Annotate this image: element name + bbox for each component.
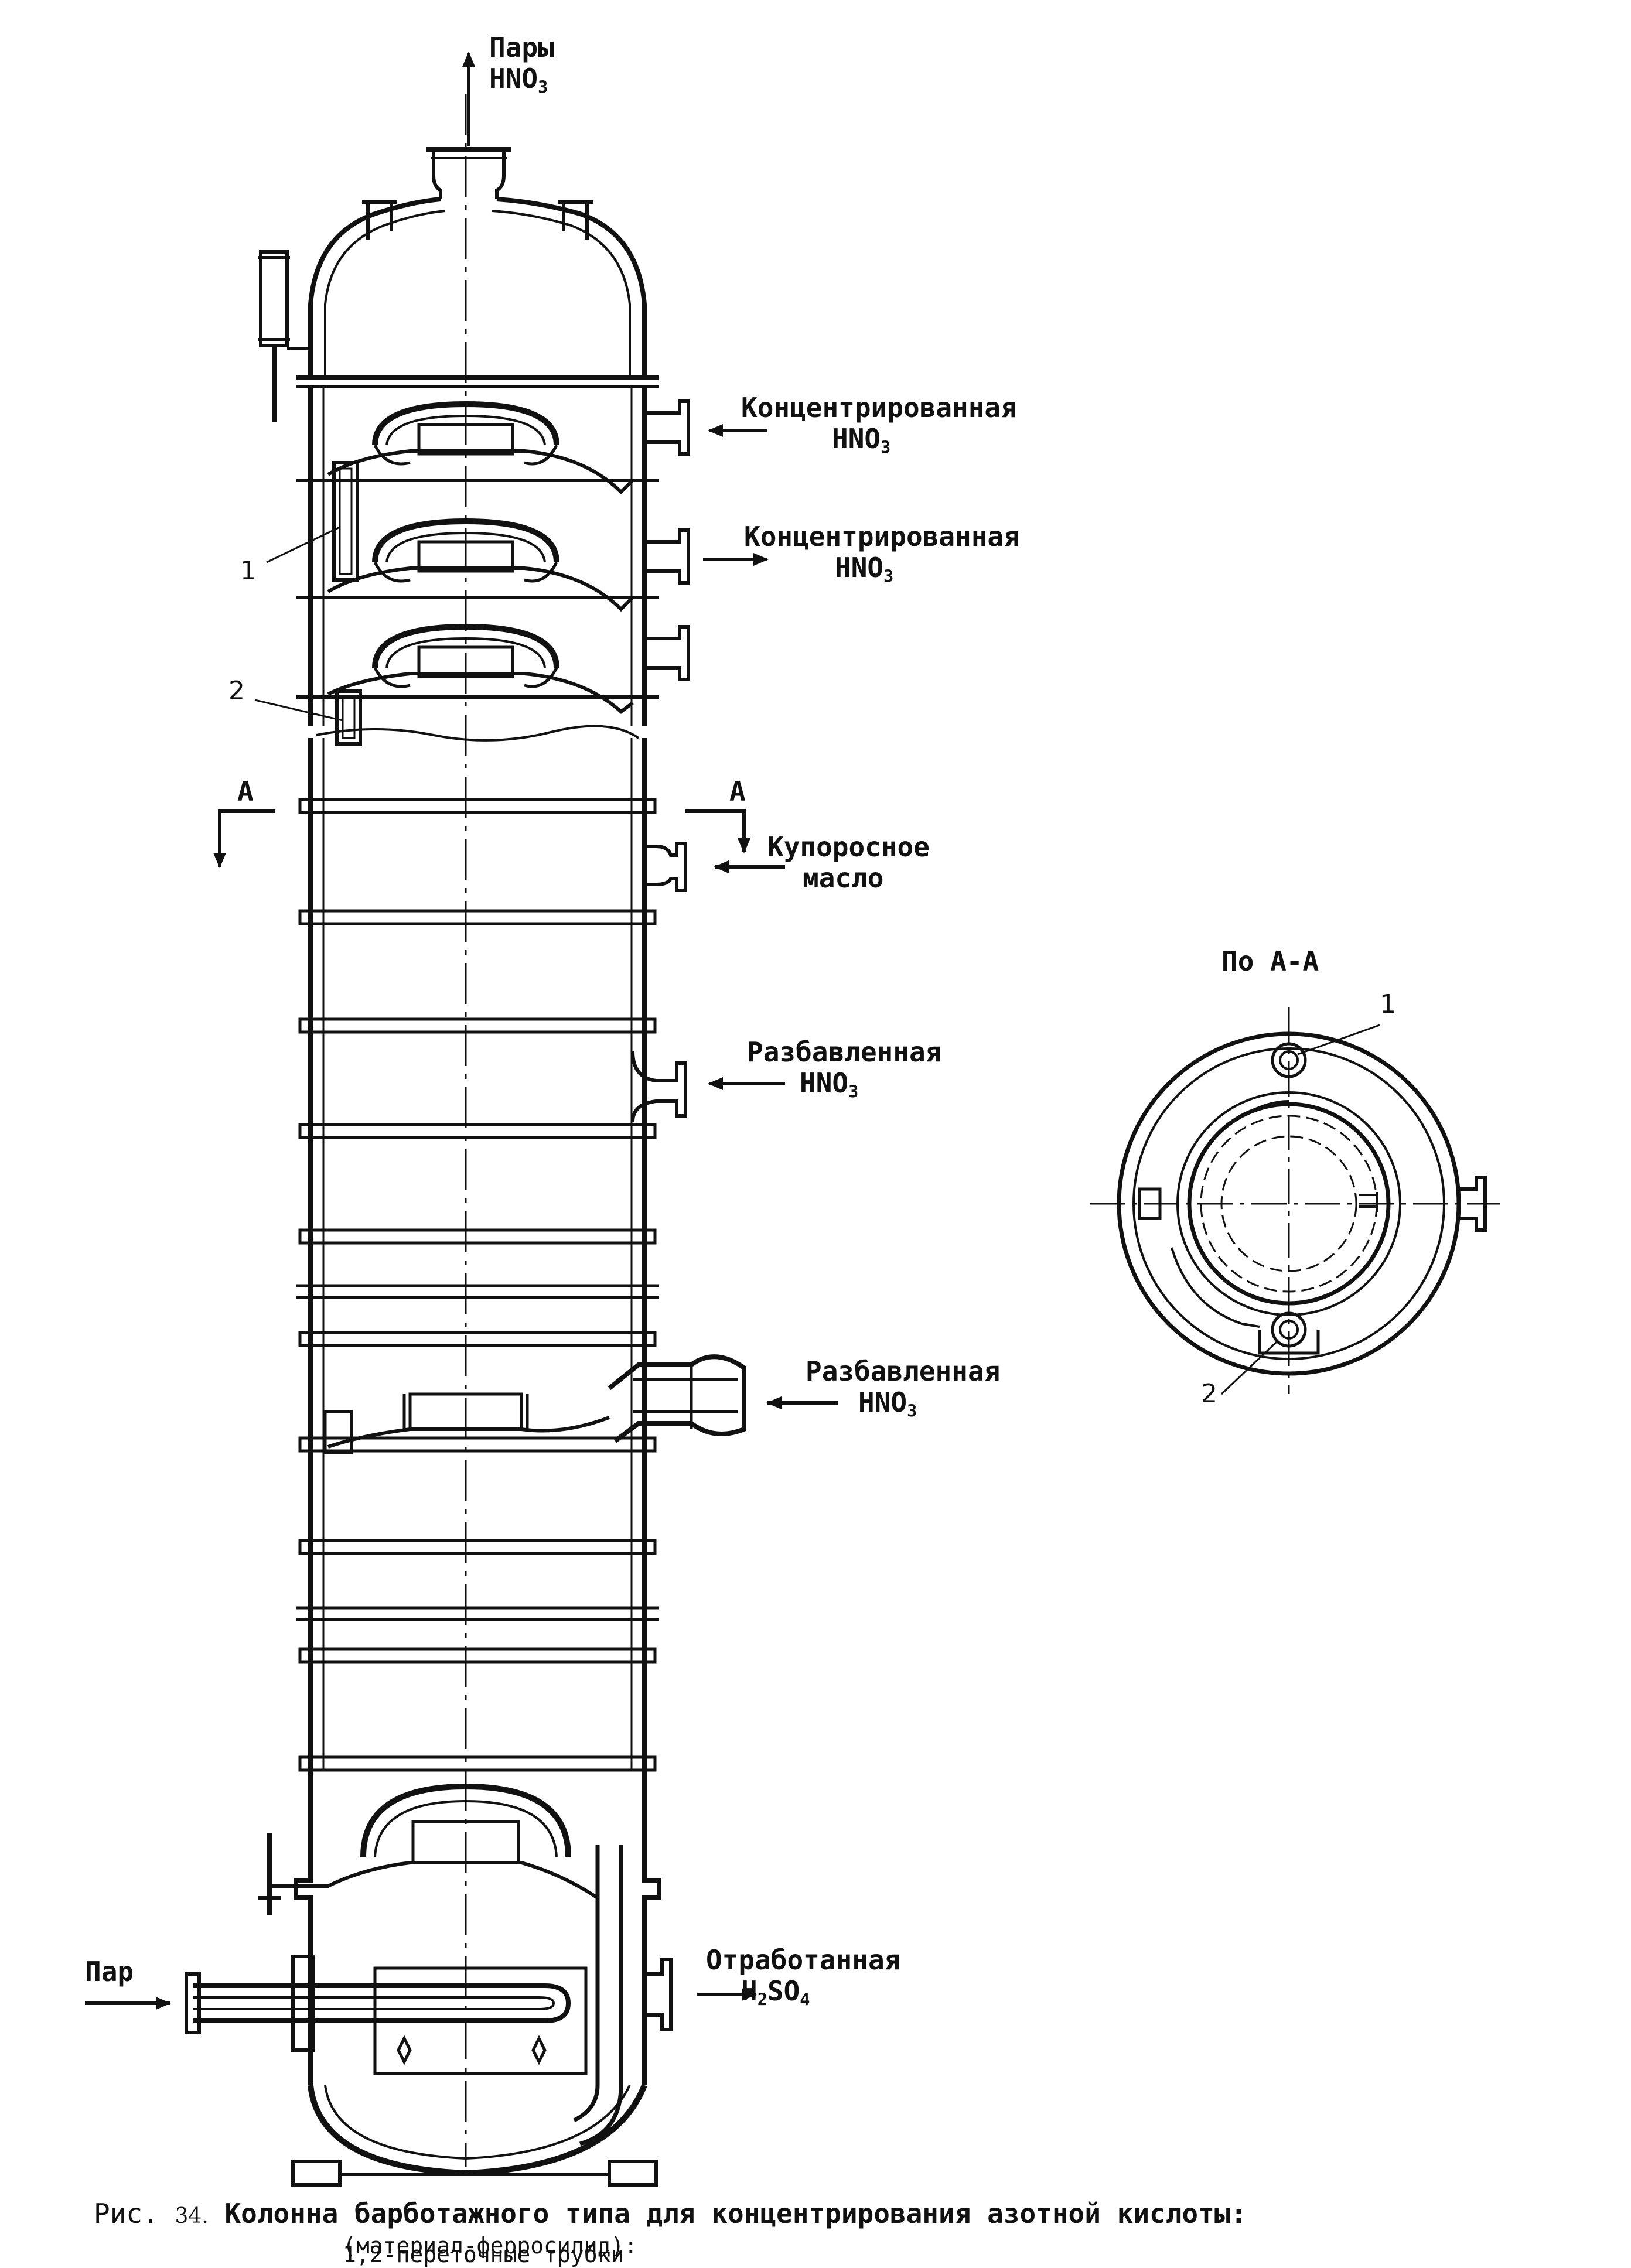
label-conc-inlet-formula: HNO3 [832,422,891,457]
label-dilute-1: Разбавленная HNO3 [747,1037,941,1102]
caption-line-2: (материал-ферросилид): [343,2233,638,2259]
label-section-title: По А-А [1221,945,1319,977]
section-a-a-view [1090,1007,1500,1395]
overflow-tube-2 [335,689,362,746]
bubble-cap-tray-3 [327,623,634,714]
caption-title: Колонна барботажного типа для концентрир… [224,2198,1247,2229]
label-oleum-line1: Купоросное [767,831,930,863]
label-conc-inlet: Концентрированная HNO3 [741,392,1017,457]
column-dome [296,147,659,388]
caption-figure-number: 34. [175,2204,209,2228]
label-section-part-2: 2 [1201,1379,1217,1409]
label-spent-acid: Отработанная H2SO4 [706,1945,900,2010]
label-dilute-2: Разбавленная HNO3 [806,1356,1000,1421]
section-cut-markers [213,809,750,868]
label-vapors-formula: HNO3 [489,62,548,97]
label-spent-acid-formula: H2SO4 [741,1975,810,2010]
figure-caption: Рис. 34. Колонна барботажного типа для к… [94,2198,1247,2229]
label-vapors-title: Пары [489,32,554,63]
label-oleum-line2: масло [803,862,884,894]
label-steam: Пар [85,1956,134,1987]
label-conc-outlet: Концентрированная HNO3 [744,521,1020,586]
label-dilute-1-title: Разбавленная [747,1036,942,1068]
label-spent-acid-title: Отработанная [706,1944,901,1976]
label-part-1: 1 [240,556,257,586]
middle-shell [308,738,647,1769]
bubble-cap-tray-1 [327,401,634,495]
nozzle-upper-3 [644,625,690,681]
level-gauge-top [258,250,310,422]
label-dilute-1-formula: HNO3 [800,1067,859,1102]
nozzle-dilute-1 [631,1051,687,1122]
caption-line-1: Рис. 34. Колонна барботажного типа для к… [94,2198,1247,2229]
label-section-a-left: А [237,776,254,807]
nozzle-dilute-2 [608,1354,746,1443]
part-leaders [254,526,343,722]
nozzle-conc-inlet [644,399,690,456]
label-part-2: 2 [228,676,245,706]
label-section-a-right: А [729,776,746,807]
level-gauge-bottom [258,1833,310,1915]
upper-shell [296,387,659,742]
label-conc-outlet-formula: HNO3 [835,551,894,586]
label-section-part-1: 1 [1380,989,1396,1019]
caption-line-3: 1,2-переточные трубки [343,2242,625,2267]
nozzle-conc-outlet [644,528,690,585]
flow-arrows [85,424,838,2010]
bottom-shell [185,1769,673,2187]
label-conc-inlet-title: Концентрированная [741,392,1017,423]
label-dilute-2-title: Разбавленная [806,1355,1001,1387]
flange-rings [296,798,659,1772]
label-vapors: Пары HNO3 [489,32,554,97]
overflow-tube-1 [332,461,359,582]
label-conc-outlet-title: Концентрированная [744,521,1020,552]
bubble-cap-tray-lower [323,1392,610,1454]
caption-prefix: Рис. [94,2198,159,2229]
label-dilute-2-formula: HNO3 [858,1386,917,1421]
label-oleum: Купоросное масло [767,832,930,894]
nozzle-oleum [644,842,687,892]
